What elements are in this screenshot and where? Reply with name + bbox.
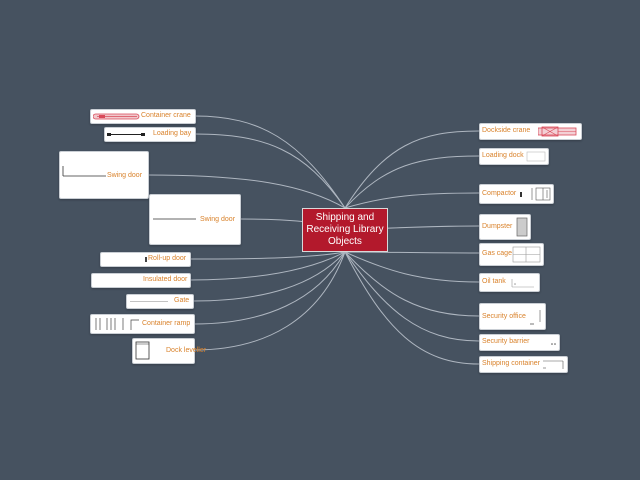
- topic-security-barrier[interactable]: Security barrier: [479, 334, 560, 351]
- topic-label: Security barrier: [482, 338, 530, 345]
- container-crane-icon: [93, 113, 140, 120]
- topic-label: Dumpster: [482, 223, 513, 230]
- security-barrier-icon: [551, 343, 556, 345]
- topic-label: Insulated door: [143, 276, 188, 283]
- compactor-icon: [520, 187, 551, 201]
- topic-oil-tank[interactable]: Oil tank: [479, 273, 540, 292]
- connector-container-ramp: [193, 251, 346, 325]
- connector-dockside-crane: [344, 130, 480, 209]
- topic-dockside-crane[interactable]: Dockside crane: [479, 123, 582, 140]
- topic-label: Loading bay: [153, 130, 192, 137]
- swing-door-icon: [62, 166, 106, 177]
- topic-compactor[interactable]: Compactor: [479, 184, 554, 204]
- topic-label: Oil tank: [482, 278, 506, 285]
- connector-compactor: [344, 192, 480, 209]
- connector-container-crane: [194, 115, 346, 209]
- loading-dock-icon: [526, 151, 546, 162]
- connector-gas-cage: [344, 251, 480, 254]
- connector-security-barrier: [344, 251, 480, 342]
- dockside-crane-icon: [538, 126, 577, 137]
- topic-label: Loading dock: [482, 152, 524, 159]
- topic-label: Swing door: [107, 172, 143, 179]
- topic-roll-up-door[interactable]: Roll-up door: [100, 252, 191, 267]
- connector-roll-up-door: [189, 251, 346, 260]
- topic-loading-bay[interactable]: Loading bay: [104, 127, 196, 142]
- oil-tank-icon: [511, 279, 534, 288]
- topic-gas-cage[interactable]: Gas cage: [479, 243, 544, 266]
- central-topic-line-1: Shipping and: [315, 212, 375, 223]
- topic-label: Gate: [174, 297, 190, 304]
- connector-oil-tank: [344, 251, 480, 283]
- topic-label: Dock leveller: [166, 347, 207, 354]
- topic-label: Dockside crane: [482, 127, 531, 134]
- connector-loading-bay: [194, 133, 346, 209]
- connector-security-office: [344, 251, 480, 317]
- topic-label: Container ramp: [142, 320, 191, 327]
- connector-gate: [192, 251, 346, 302]
- topic-dock-leveller[interactable]: Dock leveller: [132, 338, 206, 364]
- topic-swing-door-1[interactable]: Swing door: [59, 151, 149, 199]
- connector-insulated-door: [189, 251, 346, 281]
- connector-loading-dock: [344, 155, 480, 209]
- container-ramp-icon: [95, 318, 139, 330]
- topic-gate[interactable]: Gate: [126, 294, 194, 309]
- central-topic-line-3: Objects: [328, 236, 362, 247]
- topic-swing-door-2[interactable]: Swing door: [149, 194, 241, 245]
- gate-icon: [130, 301, 168, 302]
- security-office-icon: [530, 310, 541, 325]
- swing-door-icon: [153, 218, 196, 220]
- topic-label: Gas cage: [482, 250, 512, 257]
- topic-dumpster[interactable]: Dumpster: [479, 214, 531, 240]
- topic-label: Security office: [482, 313, 526, 320]
- connector-shipping-container: [344, 251, 480, 365]
- roll-up-door-icon: [145, 257, 147, 262]
- central-topic[interactable]: Shipping and Receiving Library Objects: [302, 208, 388, 252]
- topic-insulated-door[interactable]: Insulated door: [91, 273, 191, 288]
- topic-security-office[interactable]: Security office: [479, 303, 546, 330]
- topic-loading-dock[interactable]: Loading dock: [479, 148, 549, 165]
- topic-label: Container crane: [141, 112, 191, 119]
- dock-leveller-icon: [135, 341, 150, 360]
- topic-label: Roll-up door: [148, 255, 187, 262]
- topic-shipping-container[interactable]: Shipping container: [479, 356, 568, 373]
- topic-container-crane[interactable]: Container crane: [90, 109, 196, 124]
- central-topic-line-2: Receiving Library: [306, 224, 384, 235]
- shipping-container-icon: [543, 360, 564, 369]
- topic-label: Compactor: [482, 190, 517, 197]
- topic-label: Shipping container: [482, 360, 540, 367]
- connector-swing-door-1: [146, 174, 346, 209]
- connector-dock-leveller: [193, 251, 346, 351]
- gas-cage-icon: [512, 246, 541, 263]
- topic-label: Swing door: [200, 216, 236, 223]
- loading-bay-icon: [107, 133, 145, 136]
- topic-container-ramp[interactable]: Container ramp: [90, 314, 195, 334]
- dumpster-icon: [516, 217, 528, 237]
